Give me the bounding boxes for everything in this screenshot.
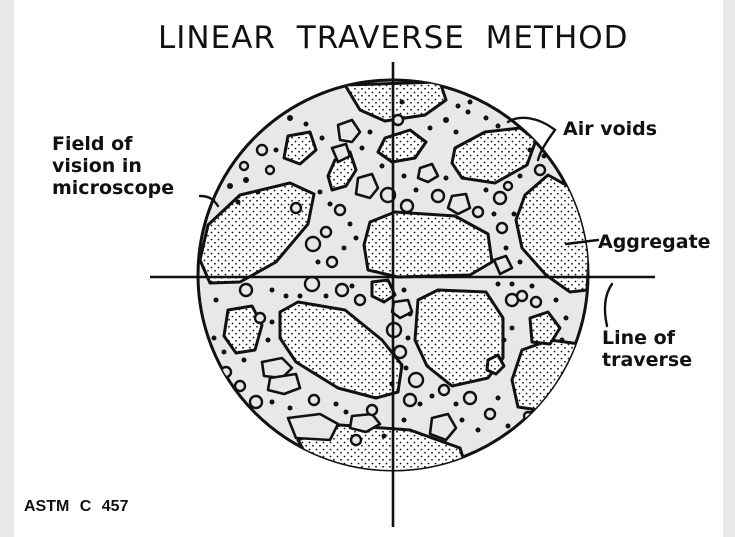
label-line: traverse [602, 349, 692, 371]
source-citation: ASTM C 457 [24, 498, 128, 516]
label-field-of-vision: Field of vision in microscope [52, 133, 174, 199]
label-aggregate: Aggregate [598, 231, 711, 253]
label-line-of-traverse: Line of traverse [602, 327, 692, 371]
label-air-voids: Air voids [563, 118, 657, 140]
label-line: vision in [52, 155, 174, 177]
label-line: Line of [602, 327, 692, 349]
leader-line-of-traverse [605, 284, 612, 326]
aggregate [512, 340, 580, 412]
label-line: Field of [52, 133, 174, 155]
label-line: microscope [52, 177, 174, 199]
